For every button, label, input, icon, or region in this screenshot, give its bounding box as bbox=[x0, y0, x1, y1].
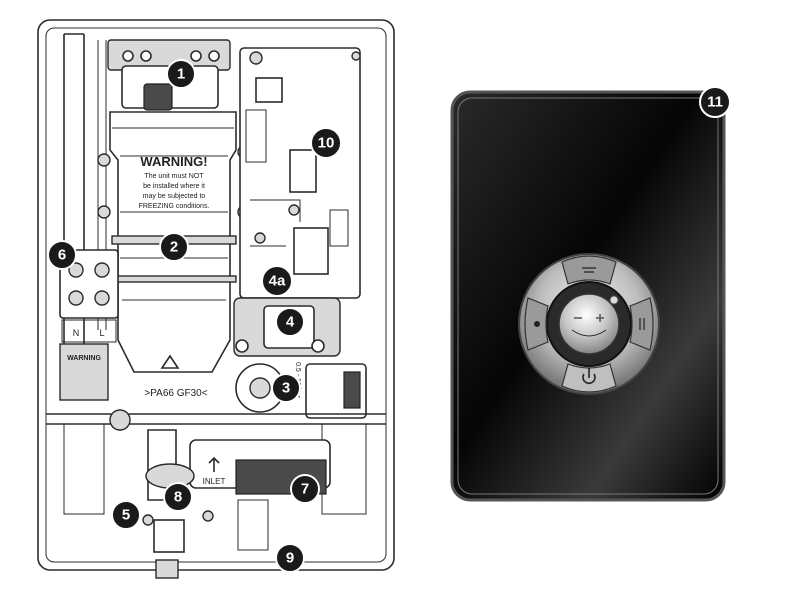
callout-4a: 4a bbox=[261, 265, 293, 297]
heat-icon bbox=[639, 318, 645, 330]
callout-5: 5 bbox=[111, 500, 141, 530]
temperature-up-icon bbox=[596, 314, 604, 322]
callout-1: 1 bbox=[166, 59, 196, 89]
svg-text:6: 6 bbox=[58, 247, 66, 264]
outlet-connector bbox=[153, 519, 185, 553]
control-dial bbox=[518, 253, 660, 395]
control-panel bbox=[450, 90, 726, 502]
boost-button[interactable] bbox=[629, 297, 654, 351]
pcb-board bbox=[239, 47, 361, 299]
tank-warning-line: FREEZING conditions. bbox=[139, 203, 210, 210]
svg-text:3: 3 bbox=[282, 380, 290, 397]
svg-text:10: 10 bbox=[318, 135, 335, 152]
recycle-icon bbox=[158, 354, 182, 373]
tank-warning-line: be installed where it bbox=[143, 183, 205, 190]
terminal-live-label: L bbox=[99, 328, 104, 338]
flow-icon bbox=[582, 267, 596, 273]
power-icon bbox=[582, 368, 596, 385]
inlet-label: INLET bbox=[203, 477, 226, 486]
svg-text:4a: 4a bbox=[269, 273, 286, 290]
callout-6: 6 bbox=[47, 240, 77, 270]
svg-text:2: 2 bbox=[170, 239, 178, 256]
callout-2: 2 bbox=[159, 232, 189, 262]
svg-text:9: 9 bbox=[286, 550, 294, 567]
callout-8: 8 bbox=[163, 482, 193, 512]
eco-icon bbox=[534, 321, 540, 327]
callout-9: 9 bbox=[275, 543, 305, 573]
temperature-knob[interactable] bbox=[558, 293, 620, 355]
tank-material-label: >PA66 GF30< bbox=[144, 388, 207, 399]
svg-text:5: 5 bbox=[122, 507, 130, 524]
svg-text:11: 11 bbox=[707, 94, 723, 111]
tank-warning-line: may be subjected to bbox=[143, 193, 206, 200]
callout-10: 10 bbox=[310, 127, 342, 159]
tank-warning-line: The unit must NOT bbox=[144, 173, 204, 180]
svg-text:1: 1 bbox=[177, 66, 185, 83]
side-rail bbox=[63, 33, 85, 400]
tank-warning-title: WARNING! bbox=[140, 154, 207, 169]
svg-text:7: 7 bbox=[301, 481, 309, 498]
unit-internals: WARNING! The unit must NOT be installed … bbox=[37, 19, 395, 579]
terminal-warning-label: WARNING bbox=[67, 355, 101, 362]
callout-7: 7 bbox=[290, 474, 320, 504]
flow-button[interactable] bbox=[561, 255, 617, 285]
callout-11: 11 bbox=[699, 86, 731, 118]
backplate-inner bbox=[45, 27, 387, 563]
svg-text:8: 8 bbox=[174, 489, 182, 506]
svg-text:4: 4 bbox=[286, 314, 295, 331]
callout-4: 4 bbox=[275, 307, 305, 337]
callout-3: 3 bbox=[271, 373, 301, 403]
terminal-neutral-label: N bbox=[73, 328, 80, 338]
